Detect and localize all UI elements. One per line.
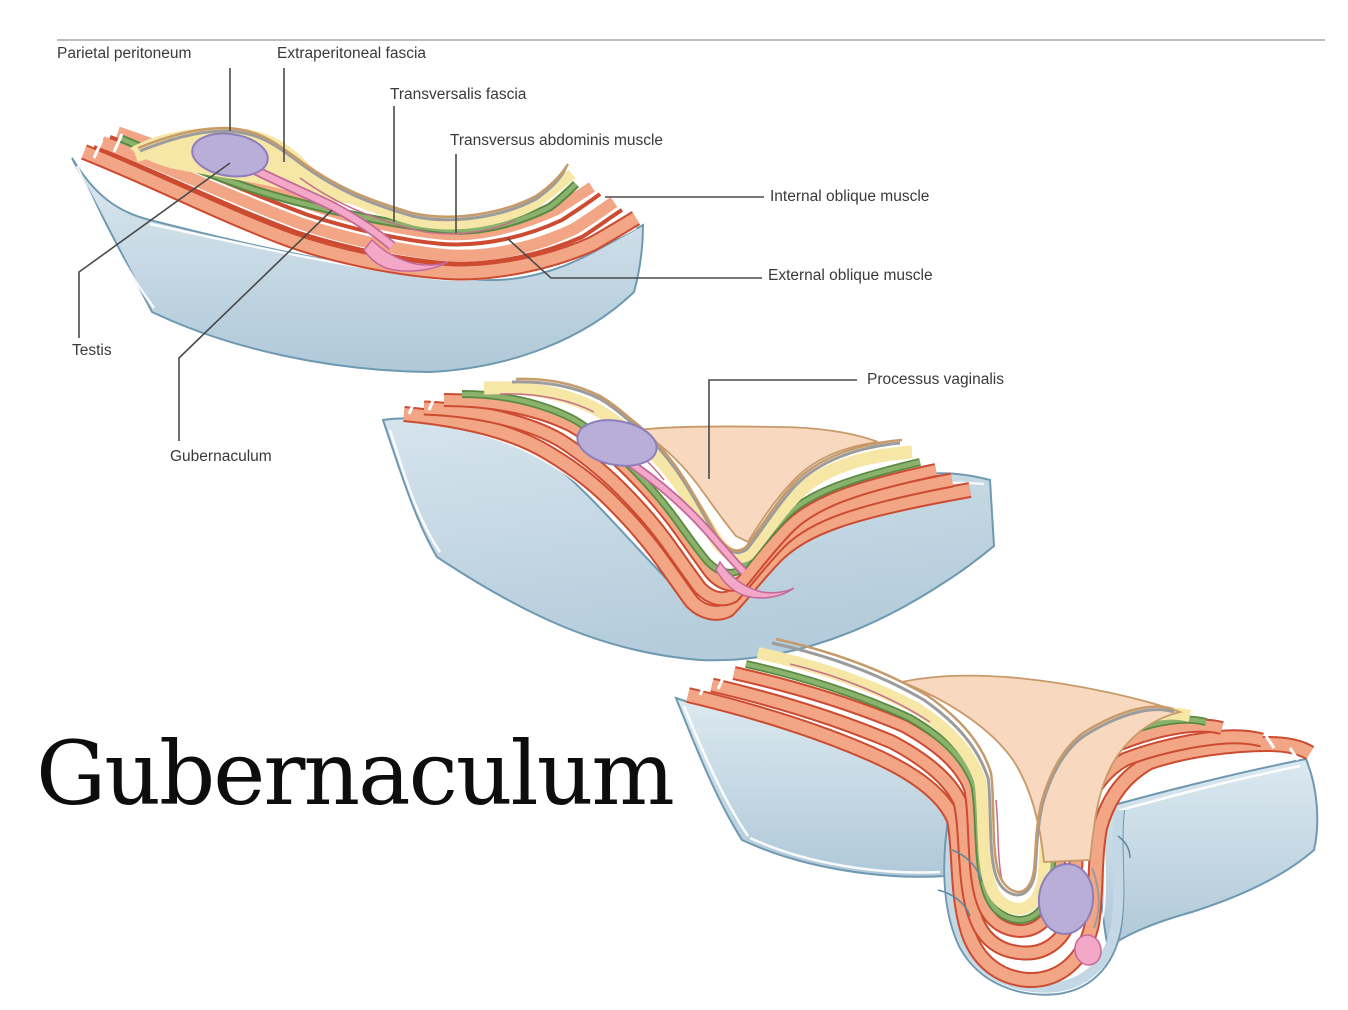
scrotal-pouch-skin (943, 807, 1125, 996)
testis-shape-2 (576, 419, 658, 467)
label-internal-oblique: Internal oblique muscle (770, 188, 930, 205)
label-transversalis-fascia: Transversalis fascia (390, 86, 527, 103)
label-testis: Testis (72, 342, 112, 359)
parietal-peritoneum-layer-3 (771, 641, 1175, 897)
parietal-peritoneum-layer-1 (139, 129, 568, 222)
extraperitoneal-fascia-layer-2 (483, 381, 913, 563)
stage-2-illustration (381, 377, 996, 662)
label-transversus-abdominis: Transversus abdominis muscle (450, 132, 664, 149)
testis-shape-1 (191, 132, 269, 178)
skin-wrinkle-lines (937, 835, 1131, 917)
label-processus-vaginalis: Processus vaginalis (867, 371, 1004, 388)
label-gubernaculum: Gubernaculum (170, 448, 272, 465)
leader-lines (78, 68, 857, 479)
skin-body-1 (71, 157, 645, 374)
skin-body-3-right (1094, 757, 1319, 950)
label-extraperitoneal-fascia: Extraperitoneal fascia (277, 45, 427, 62)
page-title: Gubernaculum (36, 722, 675, 825)
processus-vaginalis-shape (635, 425, 879, 544)
testis-shape-3 (1037, 863, 1095, 935)
leader-processus-vaginalis (708, 379, 857, 479)
gubernaculum-remnant-3 (1074, 934, 1102, 966)
internal-oblique-layer-1 (99, 136, 618, 262)
label-parietal-peritoneum: Parietal peritoneum (57, 45, 192, 62)
top-divider-rule (57, 39, 1325, 41)
leader-testis (78, 162, 231, 338)
leader-gubernaculum (178, 209, 333, 441)
stage-3-illustration (674, 637, 1319, 996)
parietal-peritoneum-layer-2 (511, 380, 901, 554)
leader-external-oblique (506, 237, 762, 279)
label-external-oblique: External oblique muscle (768, 267, 933, 284)
stage-1-illustration (71, 126, 645, 374)
